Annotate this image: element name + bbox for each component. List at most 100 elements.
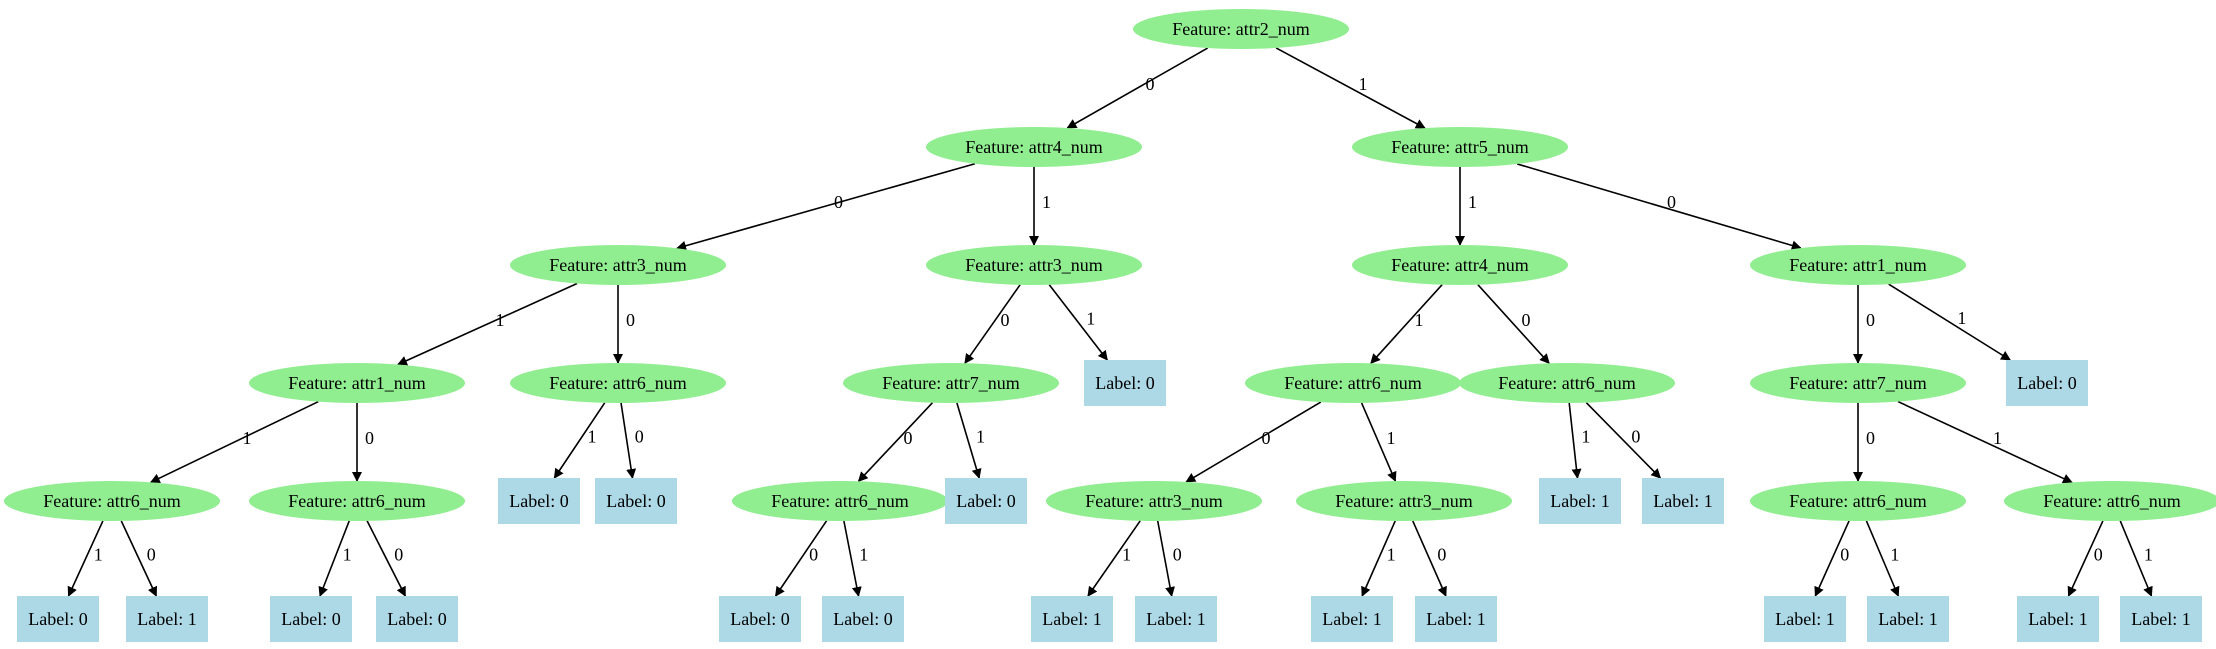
node-label: Label: 1: [1550, 491, 1609, 511]
node-label: Label: 1: [1042, 609, 1101, 629]
feature-node-ellipse: [732, 481, 948, 521]
edge-line: [620, 402, 637, 479]
edge-label: 1: [496, 310, 505, 330]
edge-line: [1156, 520, 1175, 597]
edge-line: [774, 520, 828, 597]
edge-n13-n24: 1: [1568, 402, 1590, 479]
feature-node-ellipse: [4, 481, 220, 521]
node-label: Feature: attr3_num: [1335, 491, 1472, 511]
edge-label: 1: [1387, 428, 1396, 448]
leaf-node-rect: [1764, 596, 1846, 642]
node-label: Feature: attr6_num: [1498, 373, 1635, 393]
edge-line: [843, 520, 862, 597]
edge-n8-n17: 0: [352, 403, 374, 482]
feature-node: Feature: attr6_num: [1459, 363, 1675, 403]
edge-line: [120, 520, 158, 597]
edge-line: [1865, 520, 1900, 597]
edge-line: [1585, 402, 1662, 479]
leaf-node: Label: 1: [1031, 596, 1113, 642]
edge-n13-n25: 0: [1585, 402, 1662, 479]
feature-node-ellipse: [1133, 9, 1349, 49]
edge-line: [1568, 402, 1582, 479]
edge-line: [1370, 284, 1443, 365]
edge-label: 1: [1122, 544, 1131, 564]
leaf-node: Label: 1: [1539, 478, 1621, 524]
feature-node-ellipse: [1296, 481, 1512, 521]
feature-node: Feature: attr4_num: [926, 127, 1142, 167]
node-label: Feature: attr3_num: [965, 255, 1102, 275]
edge-line: [1360, 402, 1397, 482]
edge-label: 0: [147, 544, 156, 564]
edge-line: [1048, 284, 1108, 361]
edge-line: [149, 400, 319, 484]
leaf-node-rect: [2120, 596, 2202, 642]
feature-node: Feature: attr6_num: [2004, 481, 2216, 521]
node-label: Feature: attr1_num: [288, 373, 425, 393]
leaf-node-rect: [126, 596, 208, 642]
edge-n6-n13: 0: [1477, 284, 1550, 365]
feature-node-ellipse: [249, 481, 465, 521]
node-label: Label: 1: [2028, 609, 2087, 629]
leaf-node: Label: 0: [822, 596, 904, 642]
feature-node: Feature: attr3_num: [1046, 481, 1262, 521]
edge-line: [964, 284, 1021, 364]
edge-n23-n36: 1: [1361, 520, 1396, 597]
leaf-node-rect: [1867, 596, 1949, 642]
edge-line: [1814, 520, 1850, 597]
edge-n12-n22: 0: [1185, 401, 1322, 483]
leaf-node: Label: 1: [1764, 596, 1846, 642]
edge-line: [1412, 520, 1447, 597]
node-label: Label: 1: [1775, 609, 1834, 629]
edge-label: 0: [626, 310, 635, 330]
edge-label: 1: [976, 426, 985, 446]
edge-label: 1: [243, 428, 252, 448]
feature-node-ellipse: [249, 363, 465, 403]
edge-label: 0: [1173, 544, 1182, 564]
edge-n6-n12: 1: [1370, 284, 1443, 365]
edge-label: 0: [2094, 544, 2103, 564]
leaf-node-rect: [945, 478, 1027, 524]
edge-n5-n11: 1: [1048, 284, 1108, 361]
feature-node: Feature: attr6_num: [4, 481, 220, 521]
leaf-node: Label: 0: [2006, 360, 2088, 406]
node-label: Label: 1: [2131, 609, 2190, 629]
edge-label: 0: [1667, 192, 1676, 212]
feature-node-ellipse: [510, 363, 726, 403]
edge-n22-n34: 1: [1087, 520, 1141, 597]
edge-n9-n19: 0: [620, 402, 644, 479]
leaf-node: Label: 1: [1867, 596, 1949, 642]
leaf-node-rect: [2006, 360, 2088, 406]
feature-node: Feature: attr6_num: [1750, 481, 1966, 521]
edge-label: 1: [859, 544, 868, 564]
edge-label: 0: [394, 544, 403, 564]
leaf-node-rect: [1539, 478, 1621, 524]
leaf-node: Label: 0: [945, 478, 1027, 524]
node-label: Feature: attr4_num: [1391, 255, 1528, 275]
node-label: Label: 0: [387, 609, 446, 629]
edge-label: 0: [1001, 310, 1010, 330]
leaf-node: Label: 1: [1135, 596, 1217, 642]
node-label: Label: 0: [730, 609, 789, 629]
feature-node-ellipse: [1750, 481, 1966, 521]
feature-node-ellipse: [843, 363, 1059, 403]
node-label: Label: 0: [28, 609, 87, 629]
node-label: Label: 1: [137, 609, 196, 629]
leaf-node: Label: 0: [1084, 360, 1166, 406]
node-label: Label: 1: [1878, 609, 1937, 629]
edge-n7-n15: 1: [1888, 283, 2012, 361]
edge-n22-n35: 0: [1156, 520, 1182, 597]
edge-n27-n41: 1: [2119, 520, 2153, 597]
node-label: Feature: attr1_num: [1789, 255, 1926, 275]
edge-label: 1: [1387, 544, 1396, 564]
edge-label: 0: [365, 428, 374, 448]
feature-node: Feature: attr5_num: [1352, 127, 1568, 167]
edge-n5-n10: 0: [964, 284, 1021, 364]
leaf-node-rect: [498, 478, 580, 524]
edge-line: [1361, 520, 1396, 597]
feature-node-ellipse: [1459, 363, 1675, 403]
edge-line: [857, 402, 934, 483]
leaf-node: Label: 1: [2017, 596, 2099, 642]
node-label: Feature: attr2_num: [1172, 19, 1309, 39]
